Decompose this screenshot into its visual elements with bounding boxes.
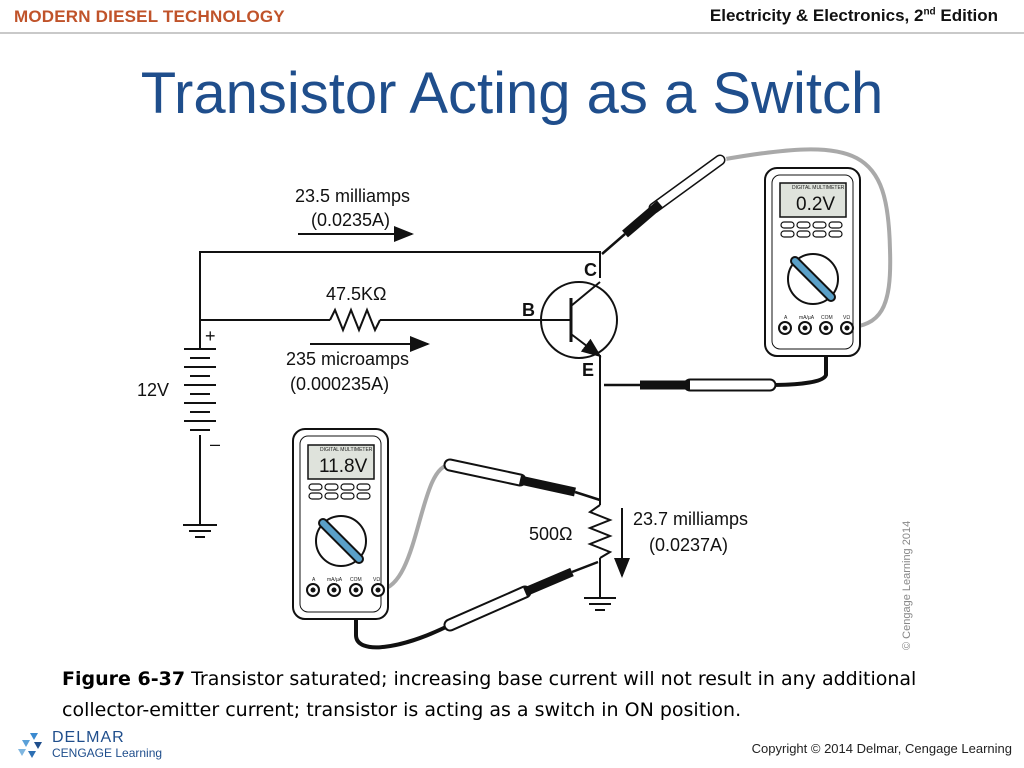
battery-minus: – (210, 434, 220, 454)
publisher-logo: DELMAR CENGAGE Learning (16, 729, 216, 763)
top-jack-ma: mA/µA (799, 315, 815, 321)
probe-resistor-bottom (443, 560, 599, 632)
bottom-meter-black-lead (354, 588, 452, 650)
load-resistor (587, 504, 613, 559)
transistor-symbol (540, 281, 618, 359)
test-leads (354, 147, 893, 650)
delmar-logo-icon (18, 733, 42, 758)
book-title: Electricity & Electronics, 2nd Edition (710, 6, 998, 26)
bottom-jack-v: VΩ (373, 577, 380, 583)
base-resistor-label: 47.5KΩ (326, 284, 387, 304)
multimeter-top: DIGITAL MULTIMETER 0.2V A mA/µA COM VΩ (764, 167, 861, 357)
course-title: MODERN DIESEL TECHNOLOGY (14, 7, 285, 26)
bottom-jack-a: A (312, 577, 316, 583)
bottom-meter-display (307, 444, 375, 480)
caption-text: Transistor saturated; increasing base cu… (62, 668, 917, 721)
top-meter-black-lead (768, 326, 828, 387)
bottom-jack-ma: mA/µA (327, 577, 343, 583)
top-jack-a: A (784, 315, 788, 321)
top-jack-com: COM (821, 315, 833, 321)
header-divider (0, 32, 1024, 34)
battery-symbol (184, 348, 216, 431)
logo-text-delmar: DELMAR (52, 729, 125, 746)
slide-title: Transistor Acting as a Switch (140, 61, 884, 126)
top-jack-v: VΩ (843, 315, 850, 321)
top-meter-reading: 0.2V (796, 194, 835, 215)
bottom-meter-red-lead (376, 463, 452, 592)
bottom-meter-brand: DIGITAL MULTIMETER (320, 447, 373, 453)
base-resistor (329, 307, 381, 333)
multimeter-bottom: DIGITAL MULTIMETER 11.8V A mA/µA COM VΩ (292, 428, 389, 620)
book-title-main: Electricity & Electronics, 2 (709, 6, 924, 25)
top-meter-brand: DIGITAL MULTIMETER (792, 185, 845, 191)
base-current-amps: (0.000235A) (290, 374, 389, 394)
circuit-wires (183, 251, 616, 611)
top-meter-red-lead (718, 147, 893, 330)
book-title-superscript: nd (923, 6, 936, 18)
circuit-diagram: 23.5 milliamps (0.0235A) (137, 147, 913, 650)
load-current-amps: (0.0237A) (649, 535, 728, 555)
battery-plus: + (205, 326, 216, 346)
emitter-label: E (582, 360, 594, 380)
base-current-label: 235 microamps (286, 349, 409, 369)
base-label: B (522, 300, 535, 320)
figure-caption: Figure 6-37 Transistor saturated; increa… (62, 664, 992, 726)
image-credit: © Cengage Learning 2014 (901, 521, 913, 650)
collector-label: C (584, 260, 597, 280)
bottom-jack-com: COM (350, 577, 362, 583)
bottom-meter-reading: 11.8V (319, 456, 368, 477)
top-current-label: 23.5 milliamps (295, 186, 410, 206)
logo-text-cengage: CENGAGE Learning (52, 746, 163, 760)
circuit-figure: 23.5 milliamps (0.0235A) (0, 130, 1024, 660)
battery-voltage: 12V (137, 380, 169, 400)
caption-label: Figure 6-37 (62, 668, 186, 690)
book-title-suffix: Edition (935, 6, 998, 25)
load-resistor-label: 500Ω (529, 524, 573, 544)
load-current-label: 23.7 milliamps (633, 509, 748, 529)
probe-resistor-top (443, 458, 601, 502)
probe-collector (601, 153, 727, 255)
copyright-notice: Copyright © 2014 Delmar, Cengage Learnin… (751, 741, 1012, 756)
top-current-amps: (0.0235A) (311, 210, 390, 230)
top-meter-display (779, 182, 847, 218)
